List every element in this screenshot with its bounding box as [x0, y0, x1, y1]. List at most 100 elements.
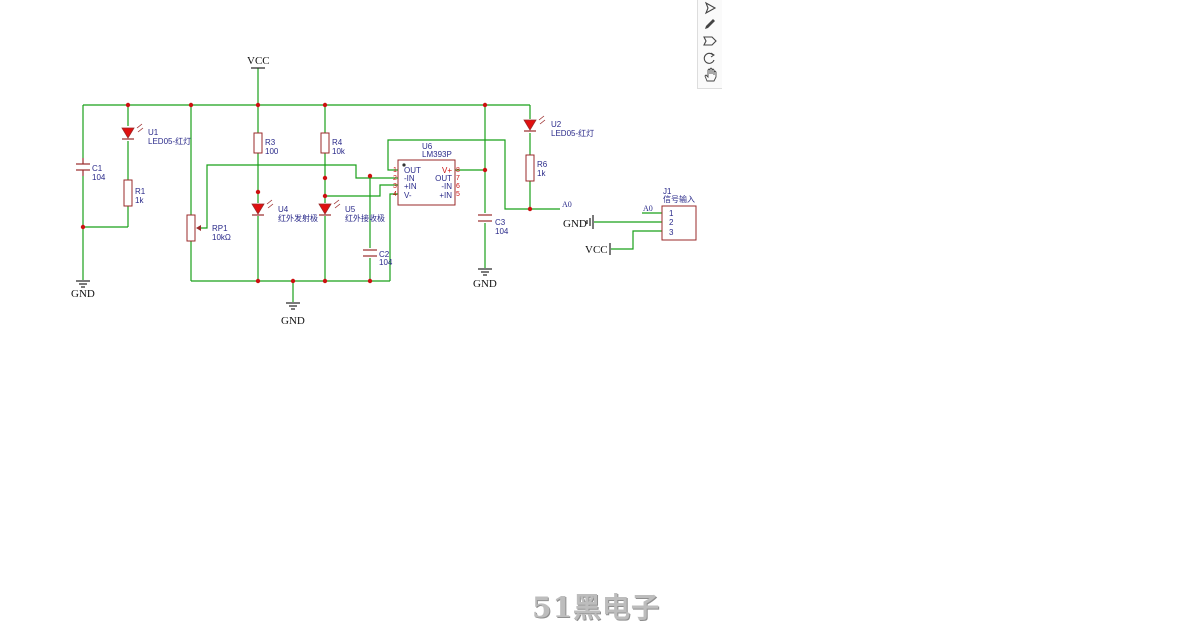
u2-ref: U2 [551, 120, 562, 129]
wire-j1-pin3 [611, 230, 662, 250]
junction [367, 278, 373, 284]
u6-pin-num: 8 [456, 167, 460, 174]
resistor-r6[interactable] [525, 154, 535, 182]
c2-ref: C2 [379, 250, 390, 259]
junction [367, 173, 373, 179]
r1-ref: R1 [135, 187, 146, 196]
resistor-r1[interactable] [123, 179, 133, 207]
ir-emitter-u4[interactable] [251, 199, 274, 216]
r4-ref: R4 [332, 138, 343, 147]
gnd-symbol-left [76, 280, 90, 288]
potentiometer-rp1[interactable] [186, 214, 201, 242]
capacitor-c1[interactable] [76, 158, 90, 176]
resistor-r3[interactable] [253, 132, 263, 154]
wire-rp1-wiper [198, 164, 398, 229]
junction [527, 206, 533, 212]
u6-value: LM393P [422, 150, 452, 159]
u2-value: LED05-红灯 [551, 128, 594, 138]
wire-u5-to-in [325, 184, 398, 197]
u6-pin-name: V+ [442, 166, 452, 175]
c3-value: 104 [495, 227, 509, 236]
schematic-svg: VCC GND GND GND GND VCC A0 A0 [71, 55, 697, 327]
net-label-a0: A0 [562, 200, 572, 209]
u6-pin-num: 4 [393, 191, 397, 198]
u6-pin-num: 6 [456, 183, 460, 190]
junctions [80, 102, 533, 284]
u6-pin-name: OUT [404, 166, 421, 175]
junction [322, 278, 328, 284]
drawing-toolbar [697, 0, 722, 89]
resistor-r4[interactable] [320, 132, 330, 154]
j1-pin-num: 3 [669, 228, 674, 237]
gnd-label-middle: GND [281, 315, 305, 327]
pencil-icon[interactable] [701, 16, 719, 32]
wire-u6-vminus [389, 193, 398, 281]
u6-pin-name: -IN [441, 182, 452, 191]
junction [188, 102, 194, 108]
c2-value: 104 [379, 258, 393, 267]
junction [255, 189, 261, 195]
j1-pin-num: 1 [669, 209, 674, 218]
comparator-u6[interactable] [397, 159, 456, 206]
hand-icon[interactable] [701, 67, 719, 83]
junction [482, 167, 488, 173]
net-label-a0-j1: A0 [643, 204, 653, 213]
gnd-label-c3: GND [473, 278, 497, 290]
capacitor-c2[interactable] [363, 249, 377, 257]
pointer-icon[interactable] [701, 0, 719, 16]
led-u1[interactable] [121, 123, 144, 140]
junction [482, 102, 488, 108]
j1-value: 信号输入 [663, 194, 695, 204]
gnd-symbol-c3 [478, 268, 492, 276]
u6-pin-num: 7 [456, 175, 460, 182]
c1-ref: C1 [92, 164, 103, 173]
u4-value: 红外发射极 [278, 213, 318, 223]
u6-pin-name: +IN [439, 191, 452, 200]
u5-value: 红外接收极 [345, 213, 385, 223]
rp1-value: 10kΩ [212, 233, 231, 242]
u6-pin-name: V- [404, 191, 412, 200]
u5-ref: U5 [345, 205, 356, 214]
u1-value: LED05-红灯 [148, 136, 191, 146]
c3-ref: C3 [495, 218, 506, 227]
vcc-label-j1: VCC [585, 244, 608, 256]
u6-pin-num: 3 [393, 183, 397, 190]
capacitor-c3[interactable] [478, 214, 492, 222]
led-u2[interactable] [523, 115, 546, 132]
gnd-symbol-middle [286, 302, 300, 310]
r6-ref: R6 [537, 160, 548, 169]
r1-value: 1k [135, 196, 144, 205]
u6-pin-name: +IN [404, 182, 417, 191]
vcc-label-top: VCC [247, 55, 270, 67]
u6-pin-name: OUT [435, 174, 452, 183]
r6-value: 1k [537, 169, 546, 178]
j1-ref: J1 [663, 187, 672, 196]
junction [290, 278, 296, 284]
u6-ref: U6 [422, 142, 433, 151]
watermark: 51黑电子 [532, 591, 660, 624]
u4-ref: U4 [278, 205, 289, 214]
c1-value: 104 [92, 173, 106, 182]
junction [125, 102, 131, 108]
junction [322, 193, 328, 199]
power-symbols: VCC GND GND GND GND VCC [71, 55, 611, 327]
r3-ref: R3 [265, 138, 276, 147]
junction [255, 102, 261, 108]
ir-receiver-u5[interactable] [318, 199, 341, 216]
gnd-label-j1: GND [563, 218, 587, 230]
junction [322, 175, 328, 181]
u1-ref: U1 [148, 128, 159, 137]
connector-j1[interactable] [661, 205, 697, 241]
r3-value: 100 [265, 147, 279, 156]
junction [255, 278, 261, 284]
u6-pin-num: 1 [393, 167, 397, 174]
wire-u6-out [387, 139, 530, 210]
u6-pin-name: -IN [404, 174, 415, 183]
u6-pin-num: 5 [456, 191, 460, 198]
schematic-canvas[interactable]: VCC GND GND GND GND VCC A0 A0 [0, 0, 720, 390]
rp1-ref: RP1 [212, 224, 228, 233]
gnd-label-left: GND [71, 288, 95, 300]
tag-icon[interactable] [701, 33, 719, 49]
j1-pin-num: 2 [669, 218, 674, 227]
refresh-icon[interactable] [701, 50, 719, 66]
